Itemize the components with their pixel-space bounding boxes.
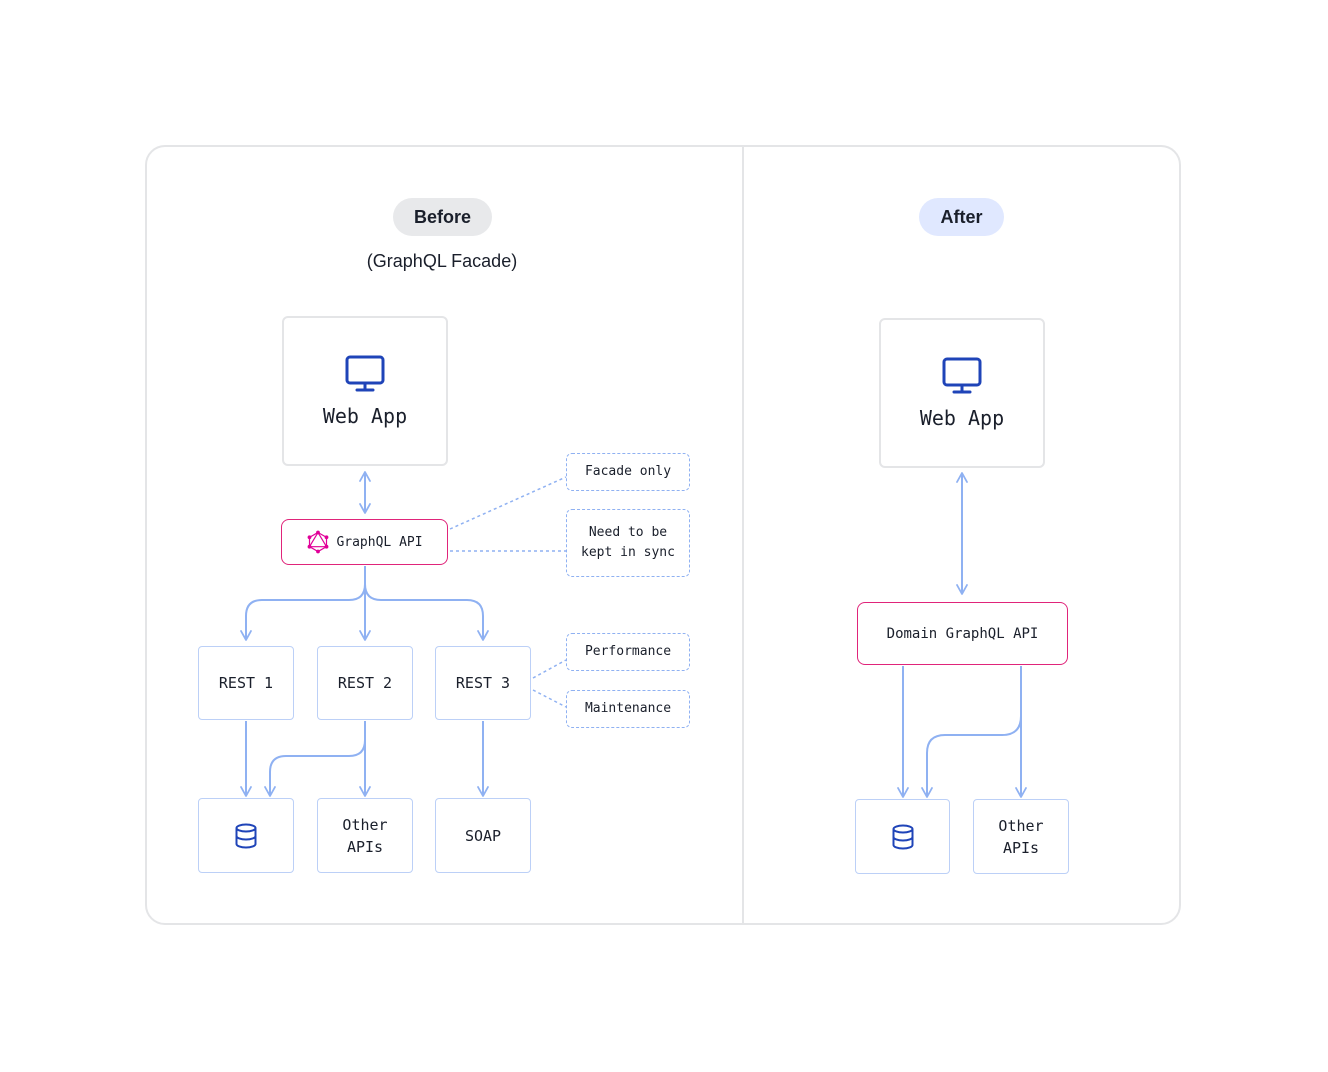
diagram-frame [145,145,1181,925]
domain-graphql-api-label: Domain GraphQL API [886,625,1039,642]
after-other-apis-box: Other APIs [973,799,1069,874]
before-database-box [198,798,294,873]
soap-label: SOAP [464,826,502,845]
graphql-rest3-arrow [364,566,489,641]
note-maintenance: Maintenance [566,690,690,728]
note-sync-text: Need to be kept in sync [581,525,675,560]
rest2-db-arrow [264,721,366,797]
performance-note-leader [532,659,567,679]
note-performance-text: Performance [584,644,672,659]
before-web-app-box: Web App [282,316,448,466]
after-database-box [855,799,950,874]
before-other-apis-label: Other APIs [342,815,388,856]
monitor-icon [942,357,982,394]
after-web-app-box: Web App [879,318,1045,468]
after-web-app-label: Web App [919,406,1005,430]
graphql-api-label: GraphQL API [336,534,423,550]
rest-1-box: REST 1 [198,646,294,720]
panel-divider [742,146,744,925]
rest-1-label: REST 1 [218,674,274,692]
domain-graphql-api-box: Domain GraphQL API [857,602,1068,665]
note-maintenance-text: Maintenance [584,701,672,716]
maintenance-note-leader [532,689,567,708]
rest-3-box: REST 3 [435,646,531,720]
note-facade-only: Facade only [566,453,690,491]
before-web-app-label: Web App [322,404,408,428]
soap-box: SOAP [435,798,531,873]
note-performance: Performance [566,633,690,671]
domain-db-branch-arrow [921,666,1022,798]
database-icon [235,823,257,848]
monitor-icon [345,355,385,392]
rest-3-label: REST 3 [455,674,511,692]
database-icon [892,824,913,849]
rest-2-box: REST 2 [317,646,413,720]
after-other-apis-label: Other APIs [998,816,1044,857]
before-other-apis-box: Other APIs [317,798,413,873]
graphql-rest1-arrow [240,566,366,641]
before-subtitle: (GraphQL Facade) [366,251,518,271]
before-badge: Before [393,198,492,236]
graphql-logo-icon [308,530,329,554]
note-facade-only-text: Facade only [584,464,672,479]
after-badge: After [919,198,1004,236]
facade-note-leader [449,476,567,530]
rest-2-label: REST 2 [337,674,393,692]
note-sync: Need to be kept in sync [566,509,690,577]
graphql-api-box: GraphQL API [281,519,448,565]
